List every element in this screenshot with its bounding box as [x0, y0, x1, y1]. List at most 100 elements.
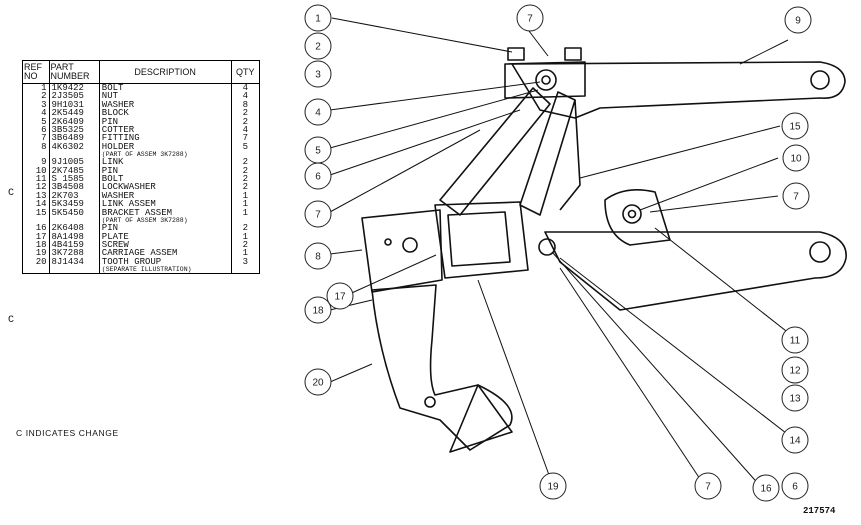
table-header-row: REF NO PART NUMBER DESCRIPTION QTY: [22, 60, 261, 84]
qty-cell: 4: [230, 83, 261, 92]
callout-circle: [304, 162, 332, 190]
description-cell: BLOCK: [101, 108, 129, 119]
bracket-arm-left: [439, 87, 551, 216]
part-number-cell: 3B4508: [49, 183, 100, 192]
callout-circle: [304, 98, 332, 126]
top-pin-center: [541, 75, 551, 85]
callout-7: 7: [516, 4, 544, 32]
callout-20: 20: [304, 368, 332, 396]
lower-link-arm: [544, 231, 847, 311]
ref-cell: 11: [22, 174, 50, 184]
part-number-cell: 5K5450: [49, 208, 100, 217]
part-number-cell: 2K5449: [49, 108, 100, 118]
ref-cell: 17: [22, 232, 50, 241]
callout-label: 11: [790, 336, 801, 347]
qty-cell: 2: [230, 166, 261, 175]
part-number-cell: 5K3459: [49, 200, 100, 209]
part-number-cell: 1K9422: [49, 83, 100, 92]
qty-cell: 2: [230, 223, 261, 233]
description-cell: COTTER: [101, 125, 135, 136]
qty-cell: 2: [230, 158, 261, 167]
qty-cell: 2: [230, 240, 261, 250]
callout-label: 15: [789, 122, 801, 133]
ref-cell: 18: [22, 240, 50, 250]
tooth-pin: [424, 396, 436, 408]
description-cell: WASHER: [101, 99, 135, 110]
callout-label: 7: [527, 14, 533, 25]
callout-circle: [516, 4, 544, 32]
callout-circle: [781, 426, 809, 454]
callout-label: 13: [789, 394, 801, 405]
bolt-head: [507, 47, 525, 61]
bracket-web: [559, 99, 581, 211]
callout-14: 14: [781, 426, 809, 454]
description-cell: LOCKWASHER: [101, 182, 156, 193]
ref-cell: 20: [22, 257, 50, 266]
description-cell: SCREW: [101, 239, 129, 250]
ref-cell: 15: [22, 208, 50, 217]
qty-cell: 1: [230, 200, 261, 209]
callout-circle: [304, 242, 332, 270]
change-mark: C: [8, 315, 15, 326]
callout-7: 7: [782, 182, 810, 210]
callout-13: 13: [781, 384, 809, 412]
part-number-cell: 3B5325: [49, 125, 100, 135]
callout-circle: [782, 144, 810, 172]
part-number-cell: 9J1005: [49, 158, 100, 167]
callout-label: 18: [312, 306, 324, 317]
callout-8: 8: [304, 242, 332, 270]
ref-cell: 2: [22, 92, 50, 101]
description-cell: (PART OF ASSEM 3K7288): [101, 217, 188, 225]
leader-lines: [329, 17, 796, 489]
callout-circle: [752, 474, 780, 502]
upper-link-arm: [511, 61, 846, 119]
callout-label: 8: [315, 252, 321, 263]
callout-label: 19: [547, 482, 559, 493]
ref-cell: [22, 151, 50, 159]
callout-label: 10: [790, 154, 802, 165]
holder-plate: [361, 209, 443, 293]
callout-12: 12: [781, 356, 809, 384]
callout-7: 7: [304, 200, 332, 228]
ref-cell: 8: [22, 142, 50, 152]
ref-cell: 7: [22, 134, 50, 143]
callout-circle: [304, 296, 332, 324]
ref-cell: 19: [22, 249, 50, 258]
callout-3: 3: [304, 60, 332, 88]
figure-number: 217574: [803, 506, 836, 516]
ref-cell: 13: [22, 191, 50, 201]
callout-circle: [784, 6, 812, 34]
ref-cell: 10: [22, 166, 50, 175]
bolt-head: [564, 47, 582, 61]
qty-cell: 1: [230, 249, 261, 258]
callout-circle: [304, 60, 332, 88]
qty-cell: 1: [230, 208, 261, 217]
ref-cell: 6: [22, 125, 50, 135]
callout-16: 16: [752, 474, 780, 502]
callout-circle: [694, 472, 722, 500]
qty-cell: 4: [230, 92, 261, 101]
part-number-cell: 2K6408: [49, 223, 100, 233]
ref-cell: 3: [22, 100, 50, 110]
description-cell: PIN: [101, 165, 118, 176]
callout-6: 6: [304, 162, 332, 190]
header-qty: QTY: [230, 60, 261, 84]
top-block: [504, 61, 586, 99]
callout-circle: [781, 472, 809, 500]
qty-cell: 2: [230, 174, 261, 184]
holder-bolt: [384, 238, 392, 246]
description-cell: FITTING: [101, 133, 140, 144]
